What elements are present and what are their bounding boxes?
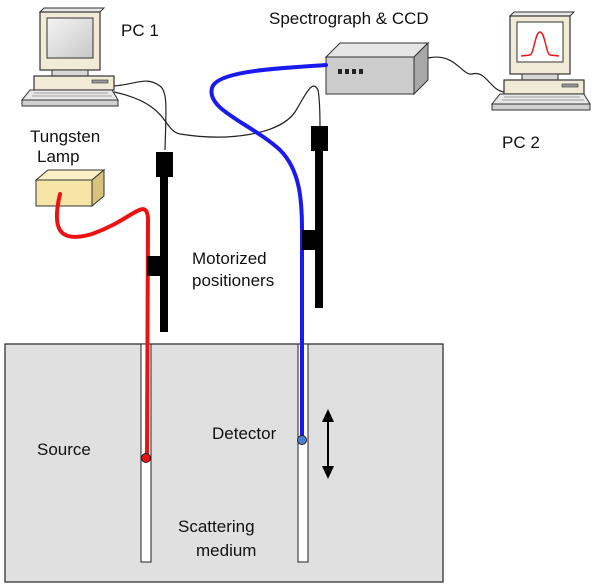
spectrum-peak [520,31,560,57]
right-motorized-positioner [302,126,328,308]
spectrograph-label: Spectrograph & CCD [269,9,429,28]
detector-tip [297,435,307,445]
pc2-label: PC 2 [502,133,540,152]
source-tip [141,453,151,463]
detector-label: Detector [212,424,277,443]
scattering-medium-box [4,343,444,583]
medium-label-line1: Scattering [178,517,255,536]
cables [113,56,505,151]
double-arrow-icon [322,409,334,479]
detector-fiber [209,63,328,442]
spectrograph-box [324,41,430,96]
lamp-label-line2: Lamp [37,147,80,166]
lamp-label-line1: Tungsten [30,127,100,146]
tungsten-lamp-box [34,168,106,208]
source-label: Source [37,440,91,459]
pc1-label: PC 1 [121,21,159,40]
source-fiber [54,192,151,458]
pc2-computer-icon [490,11,591,111]
medium-label-line2: medium [196,541,256,560]
left-motorized-positioner [147,152,173,332]
positioners-label-line1: Motorized [192,249,267,268]
positioners-label-line2: positioners [192,271,274,290]
pc1-computer-icon [20,7,119,107]
